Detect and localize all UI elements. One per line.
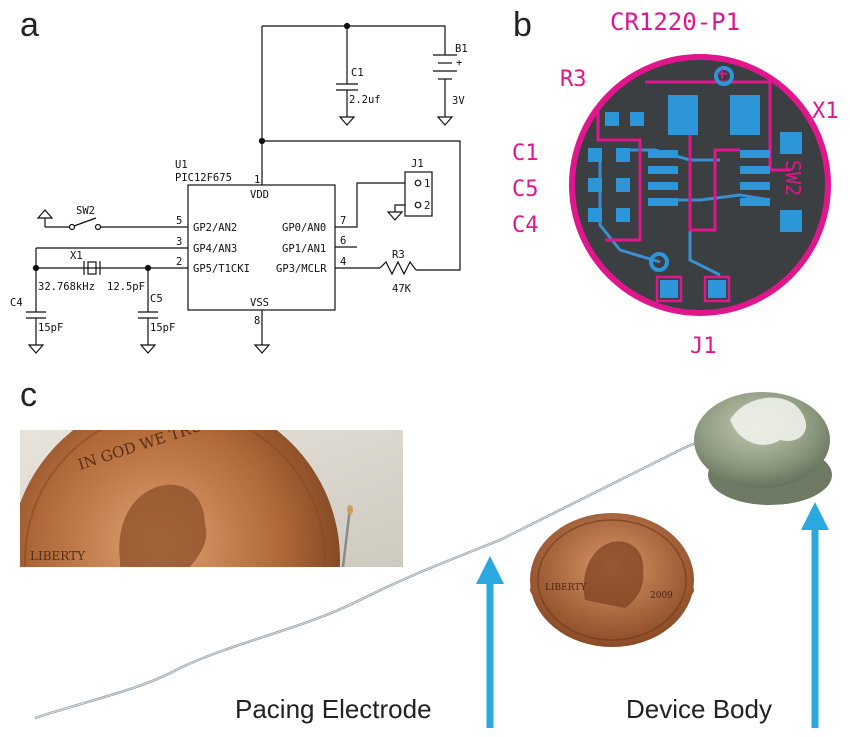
panel-label-b: b	[513, 6, 532, 44]
pin8-num: 8	[254, 315, 260, 327]
schematic-labels: U1 PIC12F675 VDD VSS 1 5 3 2 7 6 4 8 GP2…	[10, 43, 468, 334]
pcb-labels: CR1220-P1 R3 X1 C1 C5 C4 J1 + SW2	[512, 8, 839, 359]
pin7-num: 7	[340, 215, 346, 227]
pin5-num: 5	[176, 215, 182, 227]
pin1-num: 1	[254, 174, 260, 186]
pcb-pads	[588, 95, 802, 298]
gp1-label: GP1/AN1	[282, 243, 326, 255]
gp3-label: GP3/MCLR	[276, 263, 327, 275]
b1-label: B1	[455, 43, 468, 55]
gp5-label: GP5/T1CKI	[193, 263, 250, 275]
x1-freq: 32.768kHz	[38, 281, 95, 293]
pcb-via-bottom	[649, 252, 669, 272]
pacing-electrode-label: Pacing Electrode	[235, 694, 432, 724]
u1-part: PIC12F675	[175, 172, 232, 184]
pin3-num: 3	[176, 236, 182, 248]
c1-label: C1	[351, 67, 364, 79]
pcb-via-top	[714, 66, 734, 86]
j1-label: J1	[411, 158, 424, 170]
inset-electrode-tip	[341, 507, 352, 567]
pcb-board	[569, 54, 831, 316]
pcb-r3: R3	[560, 67, 587, 92]
pcb-title: CR1220-P1	[610, 8, 740, 36]
pcb-c5: C5	[512, 177, 539, 202]
gp0-label: GP0/AN0	[282, 222, 326, 234]
c4-value: 15pF	[38, 322, 63, 334]
c5-label: C5	[150, 293, 163, 305]
c4-label: C4	[10, 297, 23, 309]
pcb-sw2: SW2	[781, 160, 805, 196]
device-body	[694, 392, 832, 505]
vss-label: VSS	[250, 297, 269, 309]
schematic	[26, 22, 461, 354]
pin4-num: 4	[340, 256, 346, 268]
pin6-num: 6	[340, 235, 346, 247]
pcb-c4: C4	[512, 213, 539, 238]
x1-label: X1	[70, 250, 83, 262]
pcb-plus: +	[716, 61, 728, 85]
gp4-label: GP4/AN3	[193, 243, 237, 255]
device-body-label: Device Body	[626, 694, 772, 724]
device-body-highlight	[730, 397, 807, 445]
penny-portrait	[583, 541, 644, 608]
pcb-j1: J1	[690, 334, 717, 359]
b1-value: 3V	[452, 95, 465, 107]
pin2-num: 2	[176, 256, 182, 268]
r3-value: 47K	[392, 283, 412, 295]
j1-pin1: 1	[424, 178, 430, 190]
sw2-label: SW2	[76, 205, 95, 217]
coin-liberty: LIBERTY	[30, 549, 86, 563]
x1-cap: 12.5pF	[107, 281, 145, 293]
pcb-pad-outlines	[655, 275, 731, 303]
pcb-x1: X1	[812, 99, 839, 124]
penny-year: 2009	[650, 591, 673, 601]
gp2-label: GP2/AN2	[193, 222, 237, 234]
penny-liberty: LIBERTY	[545, 583, 587, 593]
r3-label: R3	[392, 249, 405, 261]
j1-pin2: 2	[424, 200, 430, 212]
panel-label-a: a	[20, 6, 39, 44]
b1-plus: +	[456, 57, 462, 69]
lincoln-profile	[119, 484, 207, 567]
pcb-c1: C1	[512, 141, 539, 166]
power-rail	[262, 25, 446, 55]
c5-value: 15pF	[150, 322, 175, 334]
inset-photo: IN GOD WE TRUST LIBERTY	[20, 430, 403, 567]
vdd-label: VDD	[250, 189, 269, 201]
reference-penny: LIBERTY 2009	[530, 513, 694, 647]
c1-value: 2.2uf	[349, 94, 381, 106]
u1-ref: U1	[175, 159, 188, 171]
panel-label-c: c	[20, 376, 37, 414]
